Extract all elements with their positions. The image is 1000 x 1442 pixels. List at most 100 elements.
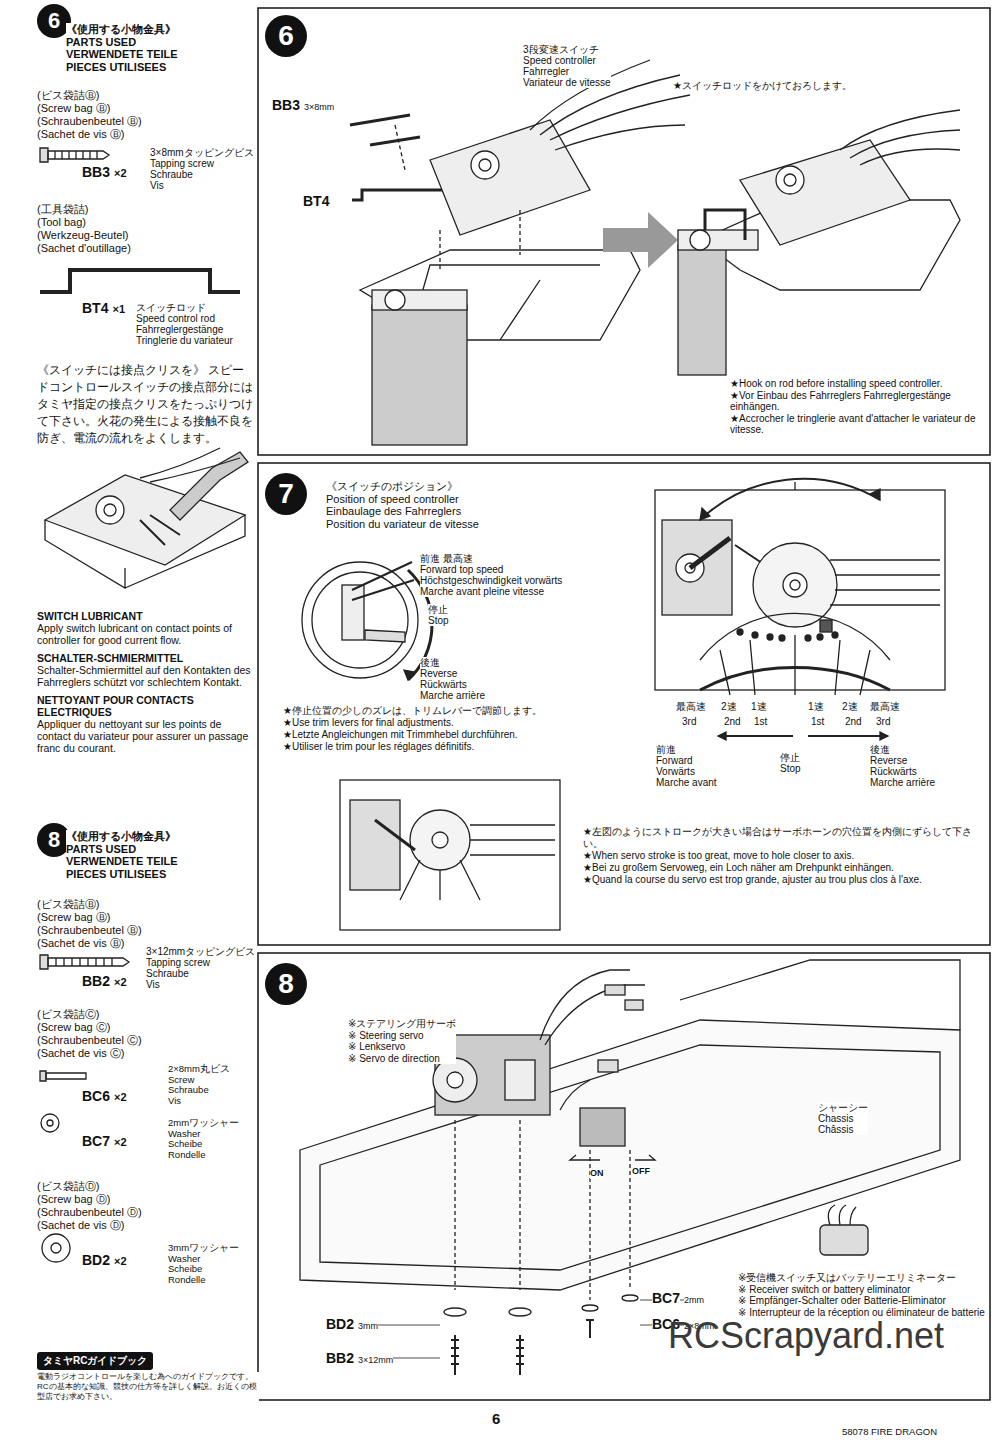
part-code: ×2 <box>114 1134 127 1151</box>
label-group: 前進 最高速Forward top speedHöchstgeschwindig… <box>420 553 562 597</box>
label-group: ★Hook on rod before installing speed con… <box>730 378 985 436</box>
label-text: 58078 FIRE DRAGON <box>842 1426 937 1437</box>
label-group: ON <box>590 1168 604 1179</box>
label-text: (Tool bag) <box>37 216 131 229</box>
label-text: 3×12mmタッピングビス <box>146 946 255 957</box>
label-text: Chassis <box>818 1113 868 1124</box>
label-group: 2×8mm丸ビスScrewSchraubeVis <box>168 1064 230 1106</box>
label-text: 2速 <box>842 701 858 713</box>
label-text: Einbaulage des Fahrreglers <box>326 505 479 518</box>
label-group: 《使用する小物金具》PARTS USEDVERWENDETE TEILEPIEC… <box>66 23 178 73</box>
part-code: 2mm <box>684 1292 704 1309</box>
label-group: (ビス袋詰Ⓒ)(Screw bag Ⓒ)(Schraubenbeutel Ⓒ)(… <box>37 1008 142 1060</box>
label-text: (ビス袋詰Ⓒ) <box>37 1008 142 1021</box>
label-text: Forward <box>656 755 717 766</box>
label-text: Marche arrière <box>420 690 485 701</box>
label-group: 3×8mmタッピングビスTapping screwSchraubeVis <box>150 147 254 191</box>
label-text: ※ Steering servo <box>348 1030 456 1042</box>
label-text: Stop <box>428 615 449 626</box>
label-group: (ビス袋詰Ⓓ)(Screw bag Ⓓ)(Schraubenbeutel Ⓓ)(… <box>37 1180 142 1232</box>
label-text: 2速 <box>721 701 737 713</box>
label-text: ★Hook on rod before installing speed con… <box>730 378 985 390</box>
label-group: BT4 <box>303 193 329 210</box>
label-text: ★Vor Einbau des Fahrreglers Fahrreglerge… <box>730 390 985 413</box>
label-group: (工具袋詰)(Tool bag)(Werkzeug-Beutel)(Sachet… <box>37 203 131 255</box>
label-text: (Schraubenbeutel Ⓑ) <box>37 924 142 937</box>
part-code: ×1 <box>112 301 125 318</box>
label-text: 2mmワッシャー <box>168 1118 239 1129</box>
label-text: Rondelle <box>168 1150 239 1161</box>
label-text: Fahrreglergestänge <box>136 324 254 335</box>
label-text: Position du variateur de vitesse <box>326 518 479 531</box>
label-group: SWITCH LUBRICANTApply switch lubricant o… <box>37 610 255 754</box>
label-text: ★Use trim levers for final adjustments. <box>283 717 542 729</box>
label-text: ★Bei zu großem Servoweg, ein Loch näher … <box>583 862 983 874</box>
label-text: Schraube <box>146 968 255 979</box>
label-group: RCScrapyard.net <box>668 1314 944 1357</box>
label-text: ★Quand la course du servo est trop grand… <box>583 874 983 886</box>
label-group: 3rd <box>876 716 890 728</box>
label-text: PARTS USED <box>66 36 178 49</box>
node-text: 8 <box>48 829 60 851</box>
part-code: ×2 <box>114 165 127 182</box>
part-code: ×2 <box>114 974 127 991</box>
label-text: Stop <box>780 763 801 774</box>
label-group: 2速 <box>721 701 737 713</box>
part-code: BB2 <box>326 1350 354 1367</box>
label-text: Washer <box>168 1254 239 1265</box>
label-text: Screw <box>168 1075 230 1086</box>
label-text: 3mmワッシャー <box>168 1243 239 1254</box>
label-group: 2mmワッシャーWasherScheibeRondelle <box>168 1118 239 1160</box>
label-text: (Screw bag Ⓑ) <box>37 102 142 115</box>
label-text: Rückwärts <box>870 766 935 777</box>
label-text: (Sachet de vis Ⓒ) <box>37 1047 142 1060</box>
label-text: 1st <box>754 716 767 728</box>
label-group: 停止Stop <box>428 604 449 626</box>
label-group: 6 <box>492 1410 500 1428</box>
part-code: BB3 <box>272 97 300 114</box>
label-group: 1st <box>754 716 767 728</box>
label-text: Vis <box>168 1096 230 1107</box>
label-group: BB3×2 <box>82 164 131 182</box>
label-text: Tapping screw <box>146 957 255 968</box>
label-text: (工具袋詰) <box>37 203 131 216</box>
label-group: BT4×1 <box>82 300 129 318</box>
label-text: Appliquer du nettoyant sur les points de… <box>37 718 255 754</box>
label-text: 前進 最高速 <box>420 553 562 564</box>
label-group: 3段変速スイッチSpeed controllerFahrreglerVariat… <box>523 44 611 88</box>
label-text: PIECES UTILISEES <box>66 868 178 881</box>
label-text: Marche arrière <box>870 777 935 788</box>
label-text: Schraube <box>150 169 254 180</box>
label-text: 停止 <box>428 604 449 615</box>
label-text: ★スイッチロッドをかけておろします。 <box>673 80 852 92</box>
step-number-circle: 6 <box>265 15 307 57</box>
label-group: 1速 <box>808 701 824 713</box>
label-text: (Werkzeug-Beutel) <box>37 229 131 242</box>
label-group: 1st <box>811 716 824 728</box>
label-text: Rondelle <box>168 1275 239 1286</box>
label-text: 3段変速スイッチ <box>523 44 611 55</box>
label-text: 1速 <box>808 701 824 713</box>
part-code: ×2 <box>114 1089 127 1106</box>
node-text: 8 <box>278 970 294 998</box>
label-text: スイッチロッド <box>136 302 254 313</box>
label-group: 58078 FIRE DRAGON <box>842 1426 937 1437</box>
label-text: 1速 <box>751 701 767 713</box>
label-text: PARTS USED <box>66 843 178 856</box>
label-group: 1速 <box>751 701 767 713</box>
label-text: 最高速 <box>676 701 706 713</box>
label-group: BC6×2 <box>82 1088 131 1106</box>
label-text: (Screw bag Ⓒ) <box>37 1021 142 1034</box>
part-code: BC7 <box>82 1133 110 1150</box>
part-code: BC6 <box>82 1088 110 1105</box>
label-text: Vis <box>146 979 255 990</box>
label-text: ※ Receiver switch or battery eliminator <box>738 1284 988 1296</box>
label-text: Speed control rod <box>136 313 254 324</box>
label-text: 1st <box>811 716 824 728</box>
label-text: ★Utiliser le trim pour les réglages défi… <box>283 741 542 753</box>
label-text: Marche avant <box>656 777 717 788</box>
guide-book-banner: タミヤRCガイドブック <box>37 1352 153 1370</box>
label-text: Washer <box>168 1129 239 1140</box>
label-text: Tringlerie du variateur <box>136 335 254 346</box>
label-text: OFF <box>632 1166 650 1177</box>
